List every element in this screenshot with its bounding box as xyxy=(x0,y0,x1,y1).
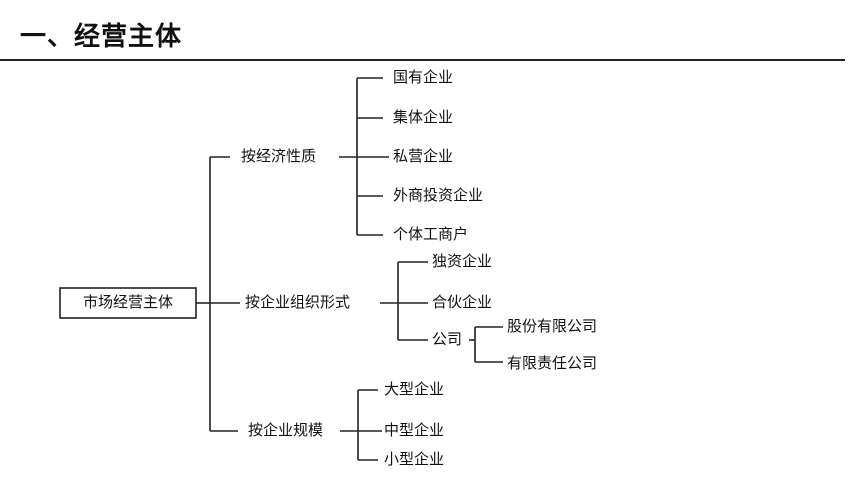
leaf-partnership: 合伙企业 xyxy=(432,293,492,311)
leaf-private: 私营企业 xyxy=(393,147,453,165)
root-node-label: 市场经营主体 xyxy=(83,293,173,311)
leaf-foreign-investment: 外商投资企业 xyxy=(393,186,483,204)
leaf-small-enterprise: 小型企业 xyxy=(384,450,444,468)
branch-label-org-form: 按企业组织形式 xyxy=(245,293,350,311)
leaf-collective: 集体企业 xyxy=(393,108,453,126)
branch-label-nature: 按经济性质 xyxy=(241,147,316,165)
leaf-large-enterprise: 大型企业 xyxy=(384,380,444,398)
leaf-sole-proprietorship: 独资企业 xyxy=(432,252,492,270)
leaf-limited-liability-company: 有限责任公司 xyxy=(507,354,597,372)
branch-label-scale: 按企业规模 xyxy=(248,421,323,439)
heading-divider xyxy=(0,59,845,61)
leaf-state-owned: 国有企业 xyxy=(393,68,453,86)
root-node-box xyxy=(59,287,197,319)
leaf-individual-business: 个体工商户 xyxy=(393,225,468,243)
leaf-medium-enterprise: 中型企业 xyxy=(384,421,444,439)
leaf-company: 公司 xyxy=(432,330,462,348)
section-heading: 一、经营主体 xyxy=(20,22,183,52)
leaf-joint-stock-company: 股份有限公司 xyxy=(507,317,597,335)
